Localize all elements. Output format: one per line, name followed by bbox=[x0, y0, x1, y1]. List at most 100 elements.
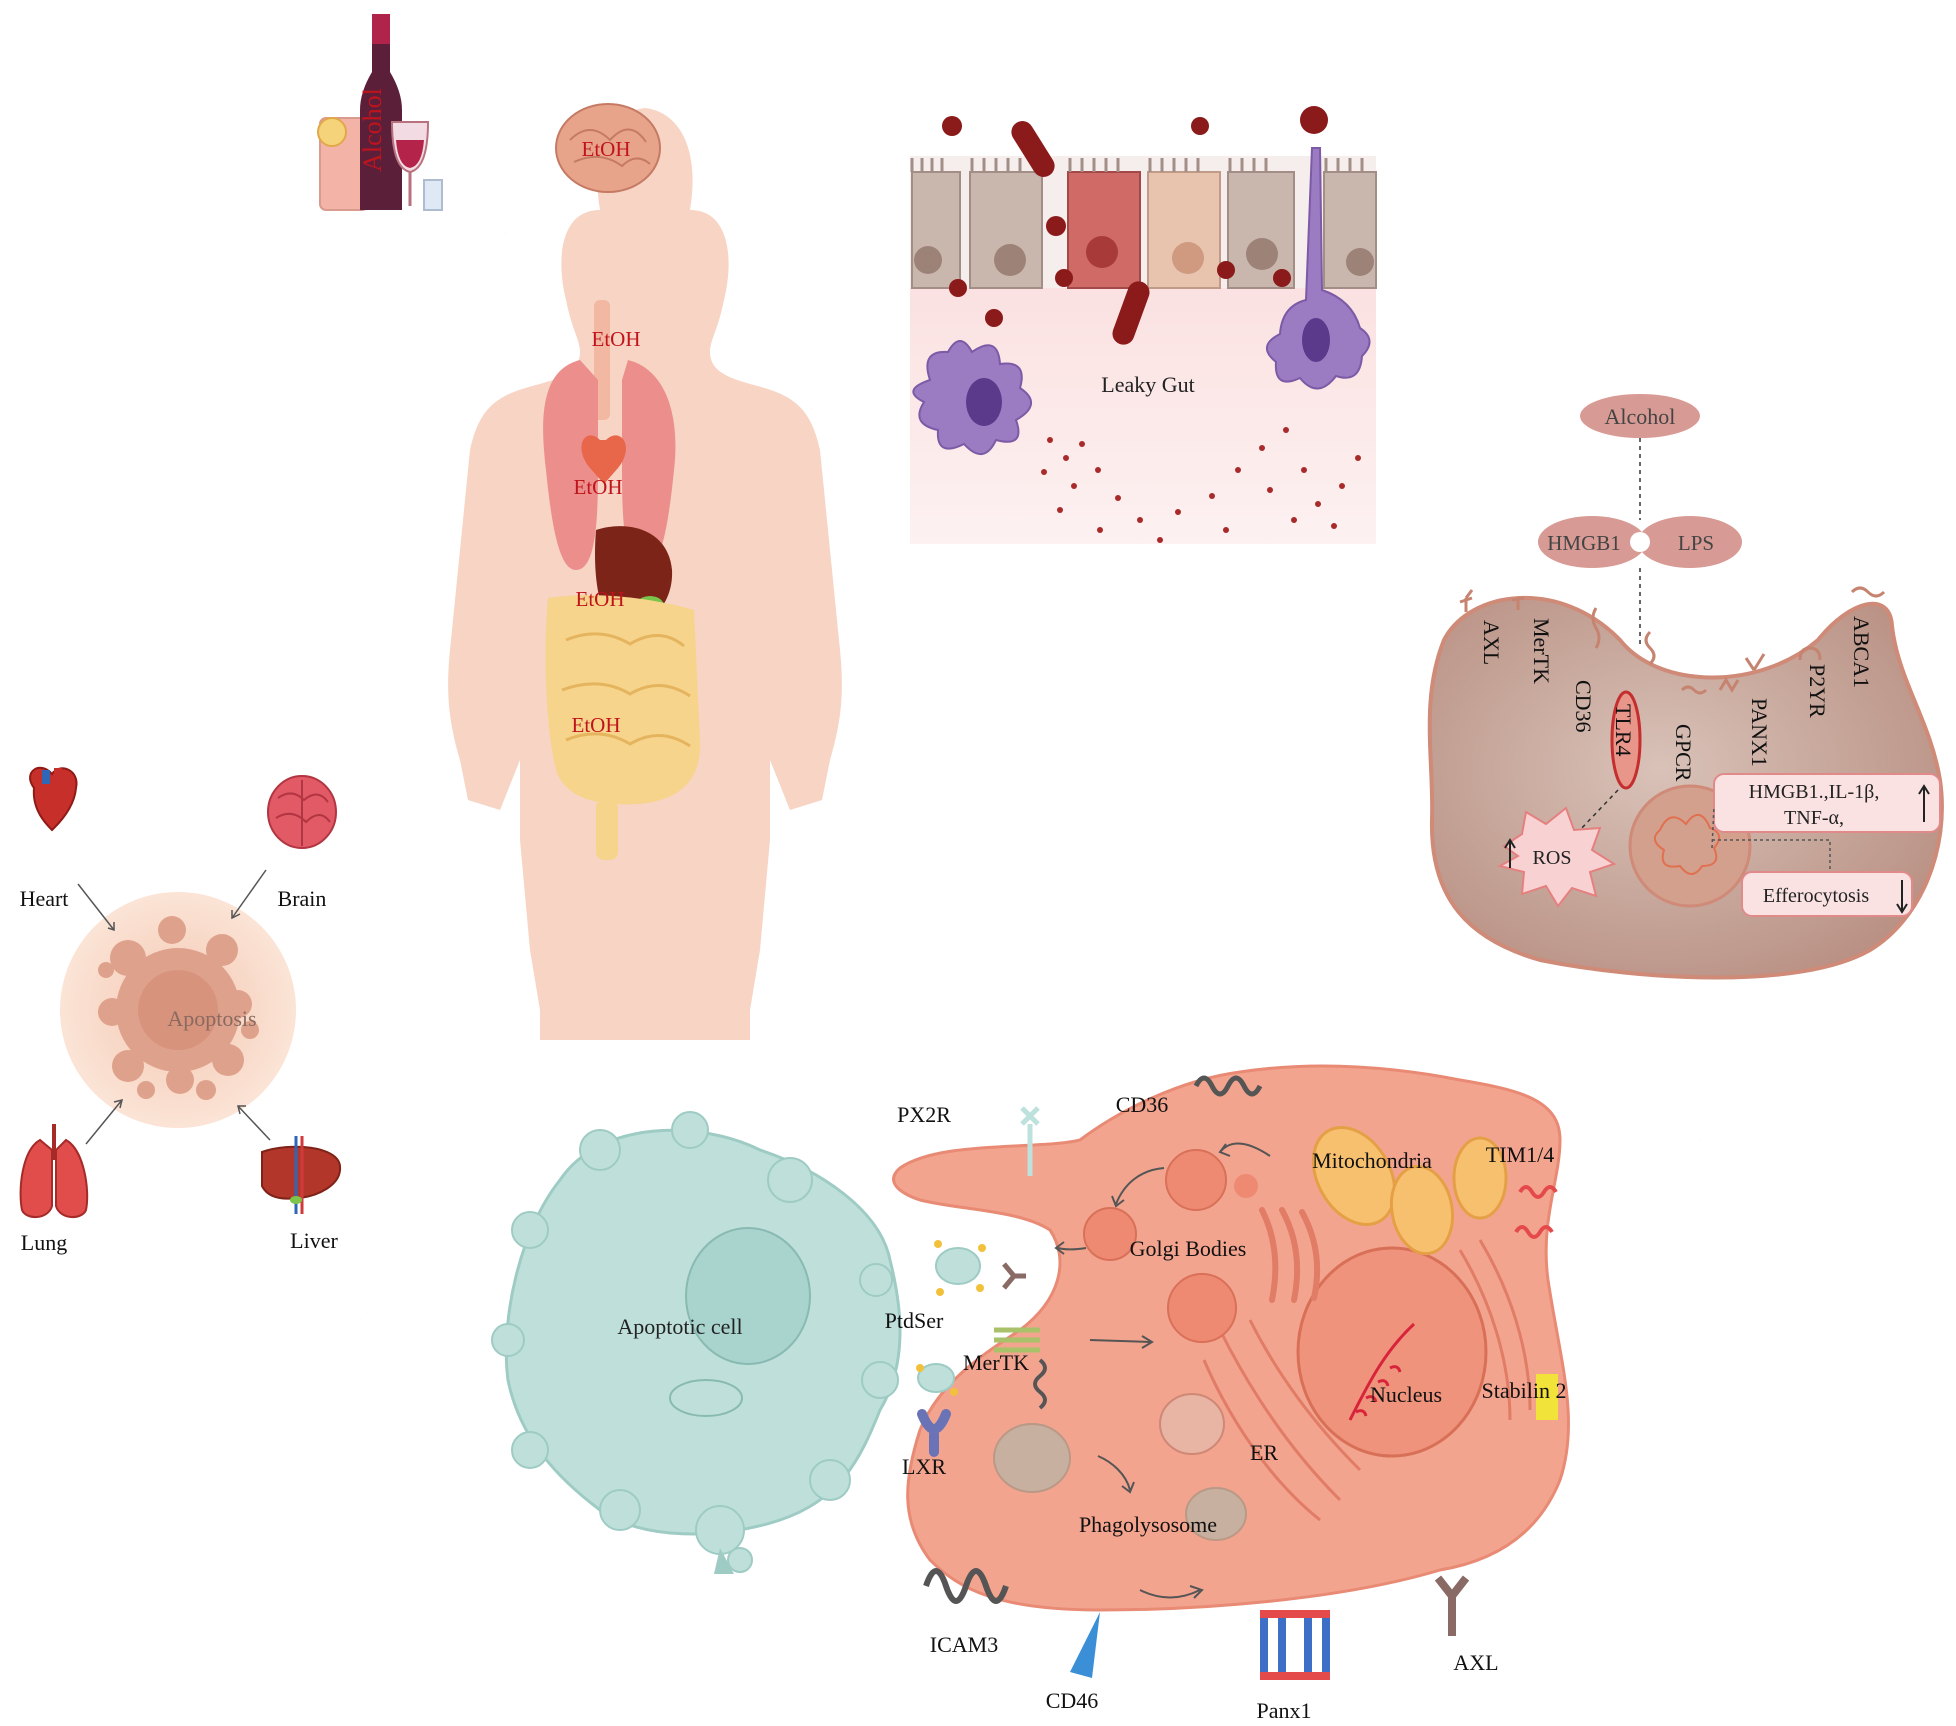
liver-icon bbox=[261, 1136, 342, 1214]
efferocytosis-down-arrowhead bbox=[1896, 903, 1908, 914]
bleb-stalk bbox=[714, 1548, 734, 1574]
rod-bacterium bbox=[1011, 121, 1055, 177]
heart-in-body-icon bbox=[581, 435, 627, 484]
bacterium bbox=[1046, 216, 1066, 236]
rectum bbox=[596, 800, 618, 860]
panx1-channel-caps bbox=[1260, 1610, 1330, 1680]
tlr4-receptor-icon bbox=[1610, 690, 1642, 790]
axl-receptor-label: AXL bbox=[1479, 620, 1504, 665]
apoptosis-label: Apoptosis bbox=[167, 1006, 256, 1031]
apoptotic-cell-label: Apoptotic cell bbox=[617, 1314, 742, 1339]
arrow-bottle-to-body bbox=[504, 232, 506, 234]
lxr-label: LXR bbox=[902, 1454, 946, 1479]
tlr4-to-ros-line bbox=[1579, 789, 1619, 831]
ros-label: ROS bbox=[1533, 847, 1572, 869]
bacterium bbox=[1217, 261, 1235, 279]
panx1-label: Panx1 bbox=[1257, 1698, 1312, 1723]
nuclear-chromatin bbox=[1653, 814, 1721, 875]
nucleus-to-cytokines-line bbox=[1711, 805, 1715, 849]
water-glass-icon bbox=[423, 179, 443, 211]
rod-bacterium bbox=[1112, 281, 1150, 345]
arrow-macrophage-to-efferocytosis bbox=[1698, 1139, 1700, 1141]
tim14-label: TIM1/4 bbox=[1486, 1142, 1554, 1167]
wine-fill bbox=[396, 140, 424, 168]
vesicle bbox=[1234, 1174, 1258, 1198]
internal-flow-arrows bbox=[1054, 1142, 1271, 1599]
enterocytes bbox=[910, 158, 1377, 289]
lps-ellipse bbox=[1638, 516, 1742, 568]
alcohol-label: Alcohol bbox=[1605, 404, 1676, 429]
brain-icon bbox=[267, 775, 337, 849]
bacterium bbox=[1191, 117, 1209, 135]
bacterium bbox=[985, 309, 1003, 327]
golgi-vesicles bbox=[1083, 1149, 1321, 1343]
axl-label: AXL bbox=[1453, 1650, 1498, 1675]
phagosomes bbox=[993, 1393, 1247, 1541]
apoptotic-bodies bbox=[916, 1240, 986, 1396]
macrophage-panel: Alcohol HMGB1 LPS AXL MerTK CD36 TLR4 GP… bbox=[1427, 394, 1944, 980]
intestine-folds bbox=[561, 632, 691, 748]
phagolysosome-icon bbox=[1185, 1487, 1247, 1541]
er-membranes bbox=[1202, 1239, 1532, 1522]
brain-label: Brain bbox=[278, 886, 327, 911]
arrow-organs-to-efferocytosis bbox=[359, 1318, 361, 1320]
mertk-label: MerTK bbox=[963, 1350, 1029, 1375]
hmgb1-label: HMGB1 bbox=[1547, 531, 1621, 555]
cytokines-up-arrowhead bbox=[1918, 784, 1930, 795]
bacterium bbox=[1300, 106, 1328, 134]
etoh-throat-label: EtOH bbox=[592, 327, 641, 351]
cd46-label: CD46 bbox=[1046, 1688, 1099, 1713]
mitochondria-label: Mitochondria bbox=[1312, 1148, 1432, 1173]
membrane-receptors bbox=[1459, 586, 1886, 695]
icam3-receptor-icon bbox=[923, 1568, 1009, 1604]
arrow-gut-to-macrophage bbox=[1461, 418, 1463, 420]
microvilli bbox=[910, 158, 1364, 172]
gpcr-receptor-label: GPCR bbox=[1671, 724, 1696, 782]
efferocytosis-panel: Apoptotic cell PX2R CD36 Mitochondria TI… bbox=[491, 1064, 1570, 1723]
phagolysosome-label: Phagolysosome bbox=[1079, 1512, 1217, 1537]
cd36-label: CD36 bbox=[1116, 1092, 1169, 1117]
dendritic-cell-left bbox=[912, 340, 1032, 455]
wine-bottle-icon bbox=[360, 18, 402, 210]
apoptotic-cell bbox=[491, 1111, 902, 1574]
hmgb1-lps-junction bbox=[1630, 532, 1650, 552]
bacterium bbox=[1273, 269, 1291, 287]
tyrosine-receptor-icon bbox=[1002, 1262, 1026, 1290]
alcohol-ellipse bbox=[1580, 394, 1700, 438]
bacterium bbox=[942, 116, 962, 136]
enterocyte-nucleus bbox=[994, 244, 1026, 276]
nucleus-label: Nucleus bbox=[1370, 1382, 1442, 1407]
enterocyte-nucleus bbox=[1172, 242, 1204, 274]
etoh-intestine-label: EtOH bbox=[572, 713, 621, 737]
left-lung-icon bbox=[543, 360, 598, 570]
etoh-liver-label: EtOH bbox=[576, 587, 625, 611]
mitochondria-group bbox=[1311, 1126, 1508, 1256]
apoptotic-mitochondrion bbox=[669, 1379, 743, 1417]
brain-in-head-icon bbox=[555, 103, 661, 193]
ros-starburst-icon bbox=[1497, 806, 1617, 908]
ptdser-label: PtdSer bbox=[885, 1308, 944, 1333]
cytokines-line2-label: TNF-α, bbox=[1784, 807, 1844, 829]
hmgb1-ellipse bbox=[1538, 516, 1646, 568]
lung-icon bbox=[19, 1124, 89, 1218]
lemon-slice-icon bbox=[317, 117, 347, 147]
vesicle bbox=[1165, 1149, 1227, 1211]
apoptotic-nucleus bbox=[138, 970, 218, 1050]
mertk-receptor-label: MerTK bbox=[1529, 618, 1554, 684]
p2yr-receptor-label: P2YR bbox=[1805, 664, 1830, 718]
efferocytosis-label: Efferocytosis bbox=[1763, 885, 1869, 907]
etoh-lung-label: EtOH bbox=[574, 475, 623, 499]
efferocytosis-receptors bbox=[917, 1075, 1558, 1680]
panx1-channel-icon bbox=[1260, 1610, 1330, 1680]
nucleus-icon bbox=[1296, 1246, 1488, 1458]
tlr4-receptor-label: TLR4 bbox=[1611, 704, 1636, 757]
vesicle bbox=[1083, 1207, 1137, 1261]
etoh-brain-label: EtOH bbox=[582, 137, 631, 161]
cd36-receptor-icon bbox=[1193, 1075, 1263, 1097]
stabilin2-receptor-icon bbox=[1536, 1374, 1558, 1420]
bacterium bbox=[949, 279, 967, 297]
heart-icon bbox=[29, 767, 78, 832]
phagosome bbox=[1159, 1393, 1225, 1455]
enterocyte-nucleus bbox=[914, 246, 942, 274]
